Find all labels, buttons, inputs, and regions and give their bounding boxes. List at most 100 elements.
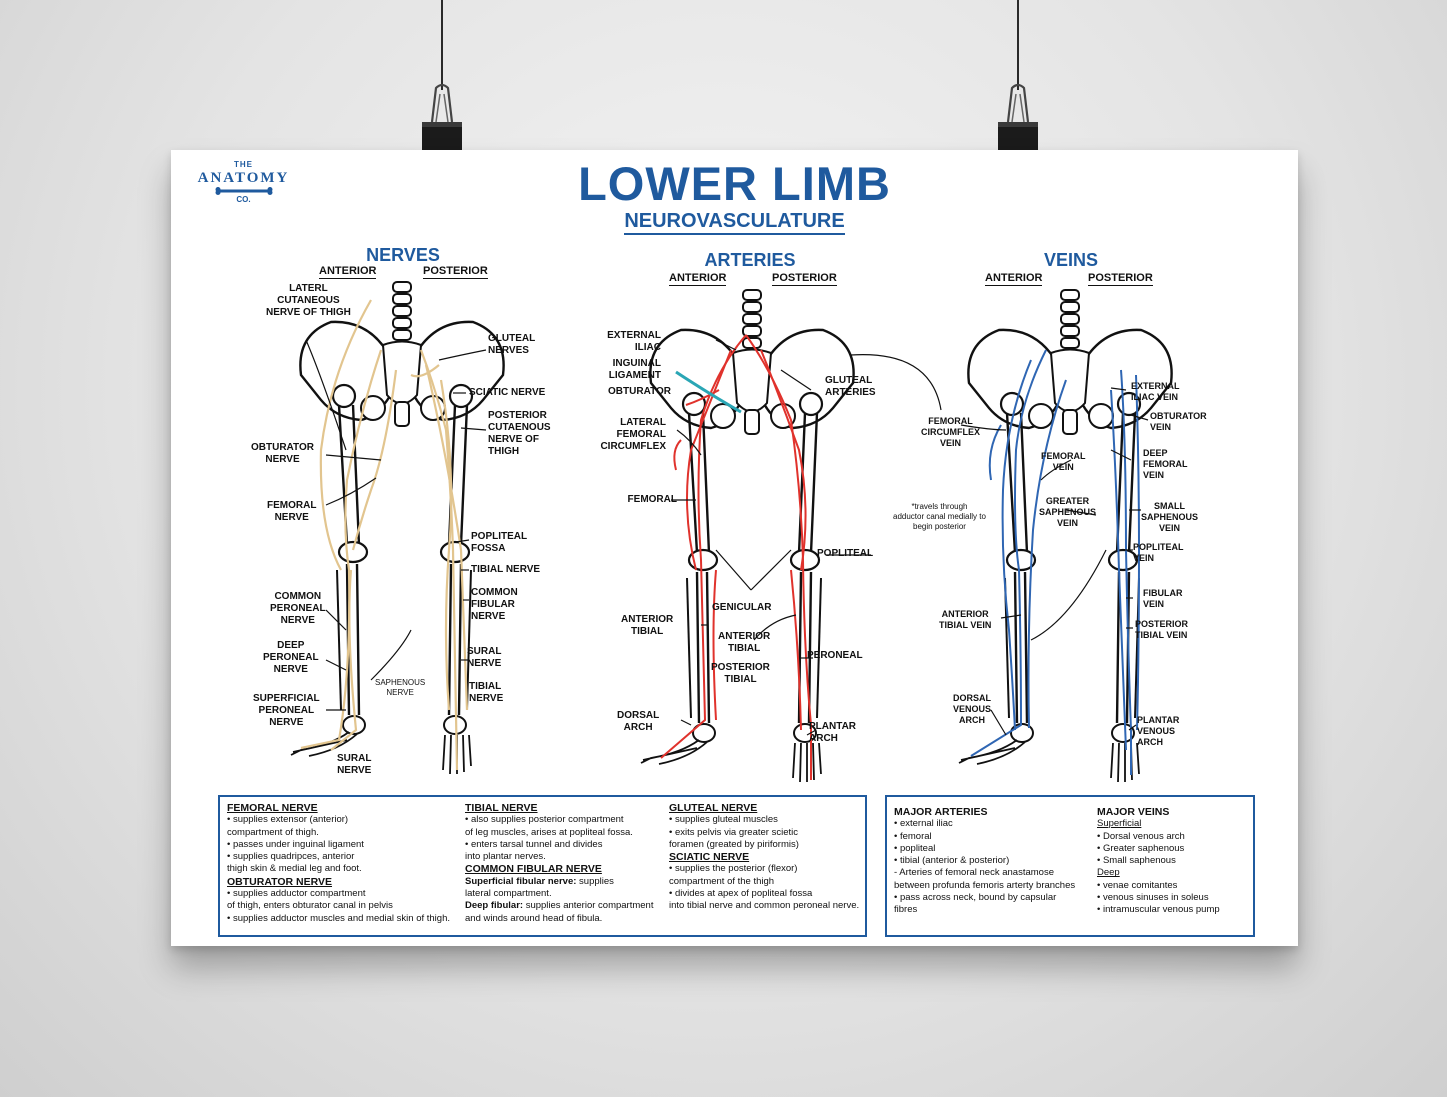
note-line: of thigh, enters obturator canal in pelv… xyxy=(227,900,393,912)
obturator-nerve-heading: OBTURATOR NERVE xyxy=(227,875,333,888)
gluteal-sciatic-notes: GLUTEAL NERVE • supplies gluteal muscles… xyxy=(669,802,861,913)
note-line: • supplies adductor muscles and medial s… xyxy=(227,912,450,924)
note-text: supplies xyxy=(576,875,614,887)
label-gluteal-arteries: GLUTEAL ARTERIES xyxy=(825,375,876,398)
label-sural-nerve-anterior: SURAL NERVE xyxy=(337,753,372,776)
label-sural-nerve-posterior: SURAL NERVE xyxy=(467,646,502,669)
sciatic-nerve-heading: SCIATIC NERVE xyxy=(669,851,750,864)
note-line: Superficial fibular nerve: supplies xyxy=(465,876,670,888)
note-line: • supplies adductor compartment xyxy=(227,888,366,900)
note-line: • enters tarsal tunnel and divides xyxy=(465,838,603,850)
major-arteries-notes: MAJOR ARTERIES • external iliac • femora… xyxy=(894,806,1094,917)
label-posterior-cutaneous-nerve: POSTERIOR CUTAENOUS NERVE OF THIGH xyxy=(488,410,551,457)
note-line: • tibial (anterior & posterior) xyxy=(894,855,1010,867)
note-line: and winds around head of fibula. xyxy=(465,912,603,924)
nerve-paths xyxy=(300,299,469,771)
subtitle-text: NEUROVASCULATURE xyxy=(624,210,845,235)
note-line: • Small saphenous xyxy=(1097,855,1176,867)
note-line: of leg muscles, arises at popliteal foss… xyxy=(465,826,633,838)
note-line: thigh skin & medial leg and foot. xyxy=(227,863,362,875)
deep-veins-subheading: Deep xyxy=(1097,867,1120,879)
label-genicular-artery: GENICULAR xyxy=(712,602,772,613)
note-line: • popliteal xyxy=(894,842,936,854)
note-line: compartment of thigh. xyxy=(227,826,319,838)
note-line: lateral compartment. xyxy=(465,888,552,900)
bone-icon xyxy=(215,187,272,195)
veins-posterior-heading: POSTERIOR xyxy=(1088,272,1153,286)
label-greater-saphenous-vein: GREATER SAPHENOUS VEIN xyxy=(1039,496,1097,528)
label-plantar-venous-arch: PLANTAR VENOUS ARCH xyxy=(1137,715,1180,747)
note-line: • supplies quadripces, anterior xyxy=(227,851,355,863)
label-posterior-tibial-vein: POSTERIOR TIBIAL VEIN xyxy=(1135,619,1189,640)
note-text: supplies anterior compartment xyxy=(523,900,654,912)
label-external-iliac-vein: EXTERNAL ILIAC VEIN xyxy=(1131,381,1180,402)
label-common-fibular-nerve: COMMON FIBULAR NERVE xyxy=(471,587,518,622)
label-superficial-peroneal-nerve: SUPERFICIAL PERONEAL NERVE xyxy=(253,693,320,728)
tibial-fibular-notes: TIBIAL NERVE • also supplies posterior c… xyxy=(465,802,670,925)
vessels-info-box xyxy=(885,795,1255,937)
label-popliteal-artery: POPLITEAL xyxy=(817,548,874,559)
label-popliteal-fossa: POPLITEAL FOSSA xyxy=(471,531,528,554)
label-posterior-tibial-artery: POSTERIOR TIBIAL xyxy=(711,662,770,685)
note-line: Deep fibular: supplies anterior compartm… xyxy=(465,900,670,912)
nerves-info-box xyxy=(218,795,867,937)
femoral-obturator-notes: FEMORAL NERVE • supplies extensor (anter… xyxy=(227,802,465,925)
label-femoral-circumflex-vein: FEMORAL CIRCUMFLEX VEIN xyxy=(921,416,980,448)
superficial-veins-subheading: Superficial xyxy=(1097,818,1142,830)
note-line: • Greater saphenous xyxy=(1097,842,1185,854)
logo-the: THE xyxy=(234,160,253,169)
label-femoral-nerve: FEMORAL NERVE xyxy=(267,500,317,523)
label-obturator-nerve: OBTURATOR NERVE xyxy=(251,442,314,465)
label-peroneal-artery: PERONEAL xyxy=(807,650,863,661)
label-sciatic-nerve: SCIATIC NERVE xyxy=(469,387,546,398)
note-line: fibres xyxy=(894,904,918,916)
label-deep-peroneal-nerve: DEEP PERONEAL NERVE xyxy=(263,640,319,675)
note-line: into tibial nerve and common peroneal ne… xyxy=(669,900,860,912)
note-line: • passes under inguinal ligament xyxy=(227,838,364,850)
note-line: • divides at apex of popliteal fossa xyxy=(669,888,813,900)
note-line: • venae comitantes xyxy=(1097,879,1178,891)
note-line: into plantar nerves. xyxy=(465,851,546,863)
label-obturator-artery: OBTURATOR xyxy=(608,386,671,397)
major-veins-notes: MAJOR VEINS Superficial • Dorsal venous … xyxy=(1097,806,1247,917)
note-line: • exits pelvis via greater scietic xyxy=(669,826,798,838)
arteries-title: ARTERIES xyxy=(704,250,796,270)
label-anterior-tibial-artery: ANTERIOR TIBIAL xyxy=(621,614,674,637)
label-gluteal-nerves: GLUTEAL NERVES xyxy=(488,333,536,356)
label-dorsal-arch: DORSAL ARCH xyxy=(617,710,660,733)
label-small-saphenous-vein: SMALL SAPHENOUS VEIN xyxy=(1141,501,1199,533)
veins-title: VEINS xyxy=(1043,250,1099,270)
label-popliteal-vein: POPLITEAL VEIN xyxy=(1133,542,1184,563)
note-line: - Arteries of femoral neck anastamose xyxy=(894,867,1054,879)
hanging-wire-right xyxy=(1017,0,1019,90)
common-fibular-nerve-heading: COMMON FIBULAR NERVE xyxy=(465,863,602,876)
major-veins-heading: MAJOR VEINS xyxy=(1097,806,1170,818)
label-anterior-tibial-vein: ANTERIOR TIBIAL VEIN xyxy=(939,609,992,630)
femoral-nerve-heading: FEMORAL NERVE xyxy=(227,802,318,814)
nerves-anterior-heading: ANTERIOR xyxy=(319,265,377,279)
poster-title: LOWER LIMB xyxy=(578,157,891,210)
label-common-peroneal-nerve: COMMON PERONEAL NERVE xyxy=(270,591,326,626)
superficial-fibular-term: Superficial fibular nerve: xyxy=(465,875,577,887)
label-tibial-nerve-ankle: TIBIAL NERVE xyxy=(469,681,504,704)
veins-anterior-heading: ANTERIOR xyxy=(985,272,1043,286)
nerves-title: NERVES xyxy=(366,245,440,265)
note-line: • venous sinuses in soleus xyxy=(1097,892,1209,904)
note-line: • Dorsal venous arch xyxy=(1097,830,1185,842)
major-arteries-heading: MAJOR ARTERIES xyxy=(894,806,988,818)
note-line: foramen (greated by piriformis) xyxy=(669,838,799,850)
label-fibular-vein: FIBULAR VEIN xyxy=(1143,588,1183,609)
deep-fibular-term: Deep fibular: xyxy=(465,900,524,912)
label-external-iliac-artery: EXTERNAL ILIAC xyxy=(607,330,661,353)
binder-clip-left xyxy=(422,83,462,154)
neurovascular-diagrams xyxy=(289,280,1173,784)
label-plantar-arch: PLANTAR ARCH xyxy=(809,721,857,744)
note-line: between profunda femoris arterty branche… xyxy=(894,879,1076,891)
note-line: • external iliac xyxy=(894,818,953,830)
note-line: compartment of the thigh xyxy=(669,875,775,887)
inguinal-ligament-line xyxy=(675,370,742,414)
label-lateral-femoral-circumflex: LATERAL FEMORAL CIRCUMFLEX xyxy=(600,417,666,452)
anatomy-poster: THE ANATOMY CO. LOWER LIMB NEUROVASCULAT… xyxy=(171,150,1298,946)
note-line: • supplies extensor (anterior) xyxy=(227,814,349,826)
label-dorsal-venous-arch: DORSAL VENOUS ARCH xyxy=(953,693,992,725)
